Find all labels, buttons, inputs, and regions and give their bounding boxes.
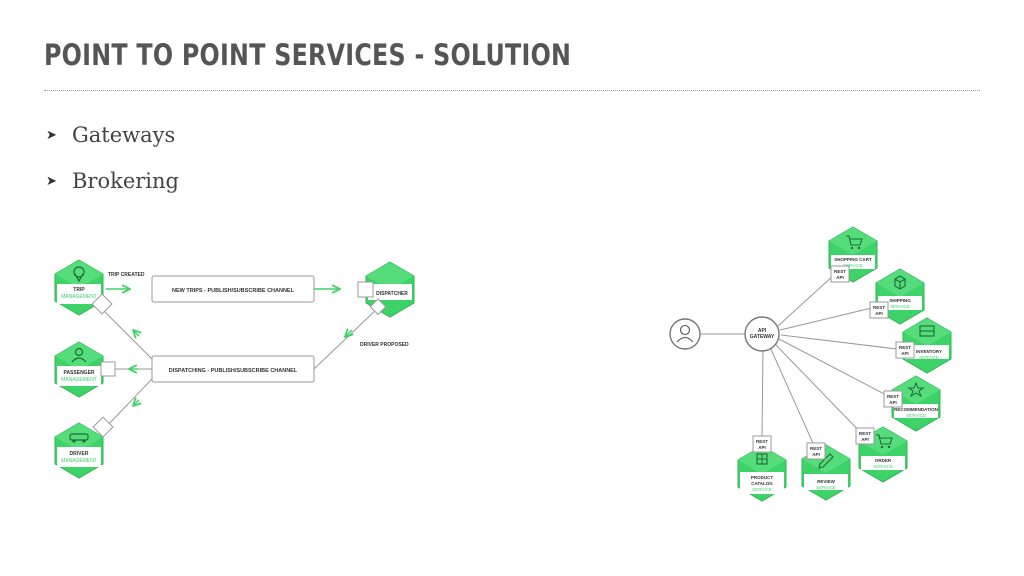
service-sub: SERVICE [919,355,939,360]
shelves-icon [919,325,935,337]
passenger-management-node: PASSENGER MANAGEMENT [54,341,104,398]
rest-api-badge [806,442,826,460]
gateway-label-2: GATEWAY [750,334,775,340]
api-label: API [875,311,883,316]
rest-label: REST [887,394,899,399]
recommendation-service: RECOMMENDATION SERVICE REST API [883,375,941,432]
product-catalog-service: PRODUCT CATALOG SERVICE REST API [737,435,787,502]
service-title: REVIEW [817,479,836,484]
service-title: SHIPPING [889,298,911,303]
star-icon [907,381,925,398]
trip-created-label: TRIP CREATED [108,272,145,278]
pencil-icon [818,453,834,469]
passenger-node-title: PASSENGER [63,370,94,376]
service-title: PRODUCT [751,475,774,480]
passenger-port [100,361,116,377]
dispatcher-node-title: DISPATCHER [376,291,408,297]
driver-proposed-label: DRIVER PROPOSED [360,342,409,348]
title-divider [44,90,980,91]
rest-label: REST [899,345,911,350]
service-title-2: CATALOG [751,481,773,486]
rest-label: REST [873,305,885,310]
cart-icon [876,434,893,449]
grid-icon [756,453,768,465]
service-title: RECOMMENDATION [894,407,938,412]
arrow-bullet-icon: ➤ [46,173,57,189]
gateway-diagram: API GATEWAY SHOPPING CART SERVICE REST A… [669,226,952,502]
service-sub: SERVICE [816,485,836,490]
flow-arrows [106,289,352,406]
passenger-node-sub: MANAGEMENT [61,377,97,383]
rest-api-badge [855,427,875,445]
bullet-list: ➤ Gateways ➤ Brokering [46,112,179,204]
box-icon [894,275,906,290]
api-label: API [836,275,844,280]
service-sub: SERVICE [890,304,910,309]
dispatcher-port-in [357,281,374,298]
bullet-item: ➤ Brokering [46,158,179,204]
rest-label: REST [834,269,846,274]
api-label: API [758,445,766,450]
trip-node-title: TRIP [73,287,85,293]
cart-icon [846,235,863,250]
service-title: INVENTORY [916,349,942,354]
dispatcher-port-out [369,298,387,316]
rest-api-badge [830,265,850,283]
rest-label: REST [756,439,768,444]
driver-management-node: DRIVER MANAGEMENT [54,422,104,479]
inventory-service: INVENTORY SERVICE REST API [895,317,952,374]
service-title: ORDER [875,458,892,463]
service-sub: SERVICE [752,487,772,492]
gateway-label-1: API [758,328,767,334]
person-icon [71,347,87,363]
api-label: API [812,452,820,457]
order-service: ORDER SERVICE REST API [855,426,908,483]
bullet-text: Brokering [72,169,179,193]
rest-label: REST [859,431,871,436]
trip-port [91,293,113,315]
service-sub: SERVICE [906,413,926,418]
rest-label: REST [810,446,822,451]
trip-node-sub: MANAGEMENT [61,294,97,300]
api-label: API [901,351,909,356]
service-sub: SERVICE [843,263,863,268]
location-pin-icon [73,266,85,283]
client-node [669,318,701,350]
api-label: API [861,437,869,442]
rest-api-badge [752,435,772,453]
shipping-service: SHIPPING SERVICE REST API [869,268,925,325]
car-icon [69,433,89,443]
dispatching-channel-label: DISPATCHING - PUBLISH/SUBSCRIBE CHANNEL [169,368,298,374]
rest-api-badge [883,390,903,408]
arrow-bullet-icon: ➤ [46,127,57,143]
trip-management-node: TRIP MANAGEMENT [54,259,104,316]
api-gateway-node: API GATEWAY [744,316,780,352]
user-icon [676,324,694,343]
review-service: REVIEW SERVICE REST API [801,442,851,501]
slide-title: POINT TO POINT SERVICES - SOLUTION [44,38,572,72]
brokering-diagram: NEW TRIPS - PUBLISH/SUBSCRIBE CHANNEL DI… [54,259,415,479]
driver-port [92,416,114,438]
rest-api-badge [869,301,889,319]
shopping-cart-service: SHOPPING CART SERVICE REST API [828,226,878,283]
rest-api-badge [895,341,915,359]
driver-node-sub: MANAGEMENT [61,458,97,464]
api-label: API [889,400,897,405]
bullet-item: ➤ Gateways [46,112,179,158]
driver-node-title: DRIVER [70,451,89,457]
new-trips-channel-label: NEW TRIPS - PUBLISH/SUBSCRIBE CHANNEL [172,288,295,294]
service-sub: SERVICE [873,464,893,469]
bullet-text: Gateways [72,123,176,147]
service-title: SHOPPING CART [834,257,872,262]
